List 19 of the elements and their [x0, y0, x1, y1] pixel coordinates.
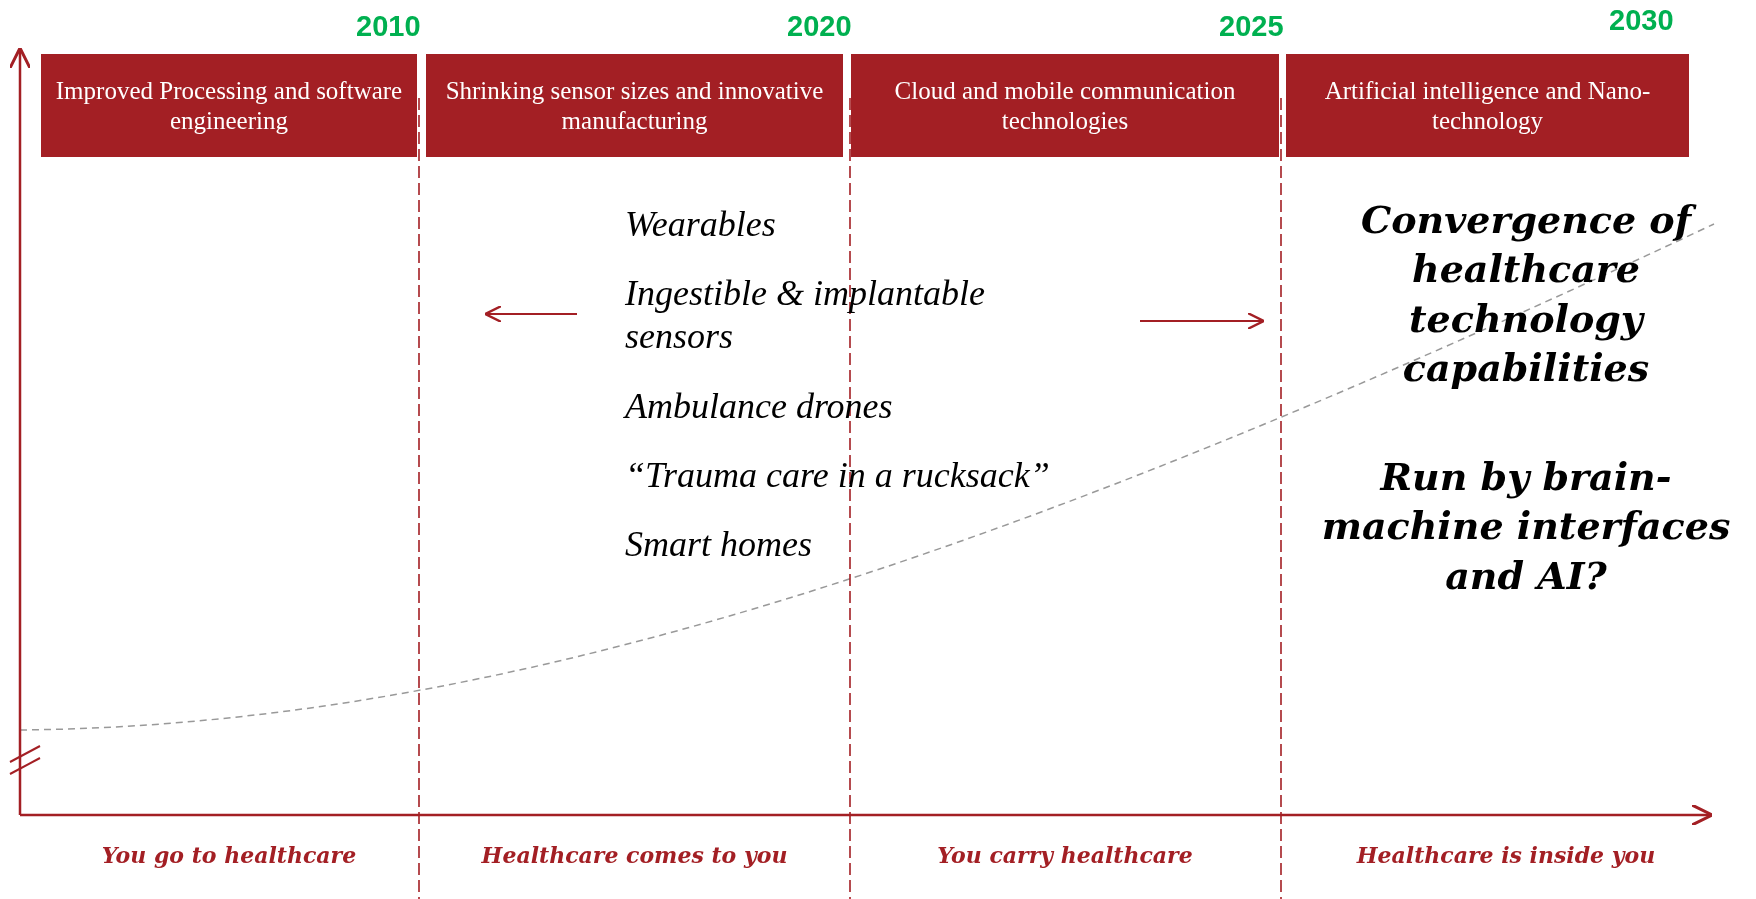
- category-header: Cloud and mobile communication technologies: [851, 54, 1279, 157]
- phase-label: Healthcare is inside you: [1355, 842, 1657, 869]
- vision-statement: Run by brain-machine interfaces and AI?: [1320, 453, 1732, 600]
- use-case-text: “Trauma care in a rucksack”: [625, 454, 1050, 497]
- use-case-text: Ingestible & implantable sensors: [625, 272, 986, 359]
- use-case-text: Wearables: [625, 203, 776, 246]
- phase-label: You go to healthcare: [100, 842, 358, 869]
- vision-statement: Convergence of healthcare technology capabilities: [1296, 195, 1756, 393]
- category-header: Artificial intelligence and Nano-technology: [1286, 54, 1689, 157]
- category-header: Shrinking sensor sizes and innovative manufacturing: [426, 54, 843, 157]
- year-label: 2025: [1219, 10, 1284, 43]
- phase-label: You carry healthcare: [936, 842, 1194, 869]
- year-label: 2030: [1609, 4, 1674, 37]
- use-case-text: Smart homes: [625, 523, 812, 566]
- use-case-text: Ambulance drones: [625, 385, 893, 428]
- year-label: 2020: [787, 10, 852, 43]
- phase-label: Healthcare comes to you: [480, 842, 789, 869]
- category-header: Improved Processing and software engineering: [41, 54, 417, 157]
- year-label: 2010: [356, 10, 421, 43]
